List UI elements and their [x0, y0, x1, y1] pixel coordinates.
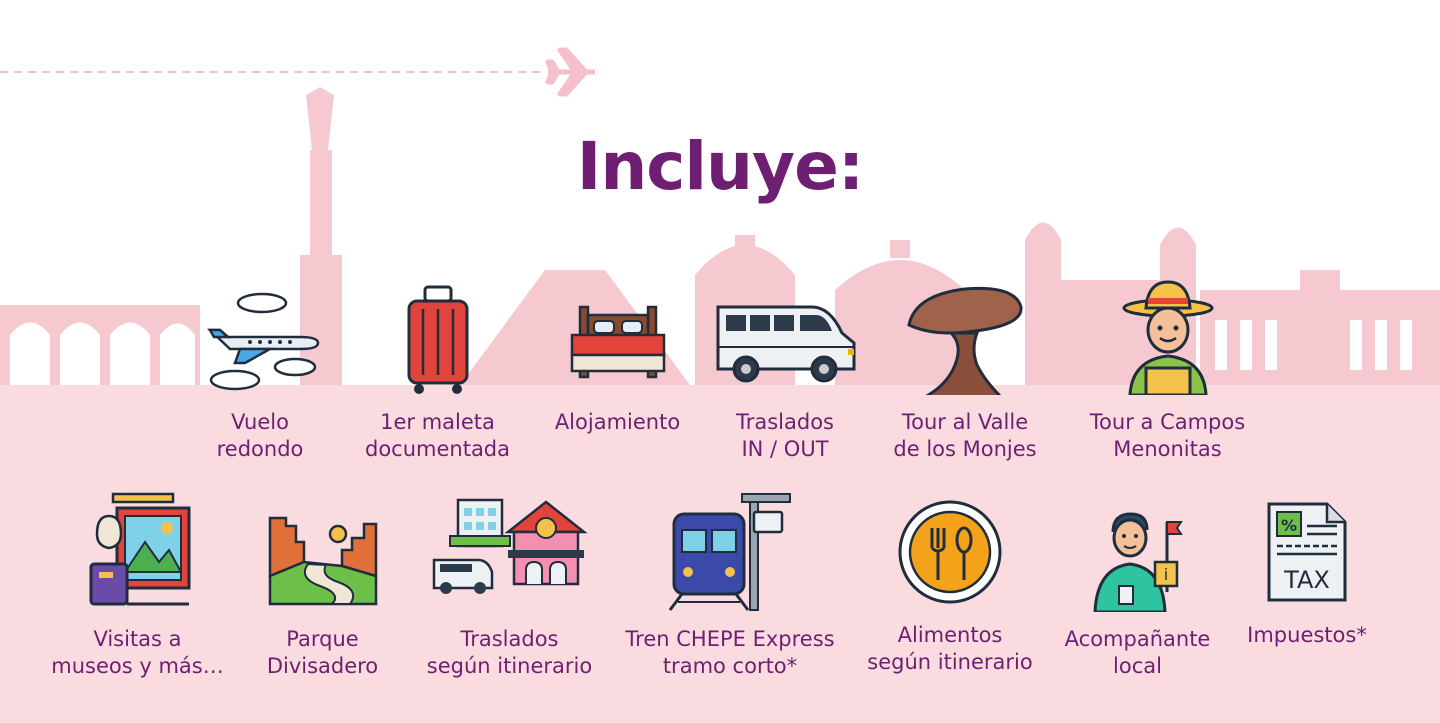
item-campos-menonitas: Tour a Campos Menonitas	[1070, 278, 1265, 463]
item-label: Visitas a museos y más…	[51, 627, 224, 678]
guide-icon: i	[1092, 512, 1183, 612]
transfers-icon	[432, 498, 588, 594]
museum-icon	[89, 492, 190, 606]
item-label: Tren CHEPE Express tramo corto*	[625, 627, 835, 678]
suitcase-icon	[407, 285, 468, 394]
item-label: Traslados según itinerario	[426, 627, 593, 678]
plate-icon	[898, 500, 1002, 604]
item-alojamiento: Alojamiento	[540, 285, 695, 436]
svg-text:i: i	[1163, 565, 1167, 584]
item-maleta: 1er maleta documentada	[345, 285, 530, 463]
item-tren-chepe: Tren CHEPE Express tramo corto*	[615, 492, 845, 680]
item-museos: Visitas a museos y más…	[40, 492, 235, 680]
item-traslados-itinerario: Traslados según itinerario	[412, 492, 607, 680]
plane-path-icon	[545, 47, 595, 97]
item-traslados-in-out: Traslados IN / OUT	[705, 285, 865, 463]
farmer-icon	[1122, 280, 1213, 395]
item-vuelo-redondo: Vuelo redondo	[195, 285, 325, 463]
van-icon	[716, 305, 856, 383]
airplane-icon	[206, 292, 320, 391]
item-label: Parque Divisadero	[266, 627, 379, 678]
svg-text:%: %	[1281, 516, 1297, 535]
item-acompanante: i Acompañante local	[1050, 492, 1225, 680]
svg-text:TAX: TAX	[1283, 566, 1330, 594]
item-label: Alojamiento	[554, 410, 681, 434]
item-valle-monjes: Tour al Valle de los Monjes	[875, 285, 1055, 463]
train-icon	[668, 493, 791, 611]
item-label: Tour a Campos Menonitas	[1089, 410, 1246, 461]
item-label: Vuelo redondo	[216, 410, 304, 461]
item-label: 1er maleta documentada	[364, 410, 511, 461]
item-divisadero: Parque Divisadero	[245, 492, 400, 680]
item-label: Acompañante local	[1064, 627, 1211, 678]
bed-icon	[570, 305, 665, 379]
item-label: Tour al Valle de los Monjes	[893, 410, 1037, 461]
rock-formation-icon	[907, 286, 1023, 395]
canyon-icon	[268, 516, 377, 606]
page-title: Incluye:	[576, 128, 864, 205]
item-impuestos: % TAX Impuestos*	[1232, 500, 1382, 649]
item-alimentos: Alimentos según itinerario	[855, 492, 1045, 676]
tax-icon: % TAX	[1267, 502, 1347, 602]
item-label: Alimentos según itinerario	[867, 623, 1033, 674]
item-label: Impuestos*	[1247, 623, 1367, 647]
item-label: Traslados IN / OUT	[735, 410, 834, 461]
